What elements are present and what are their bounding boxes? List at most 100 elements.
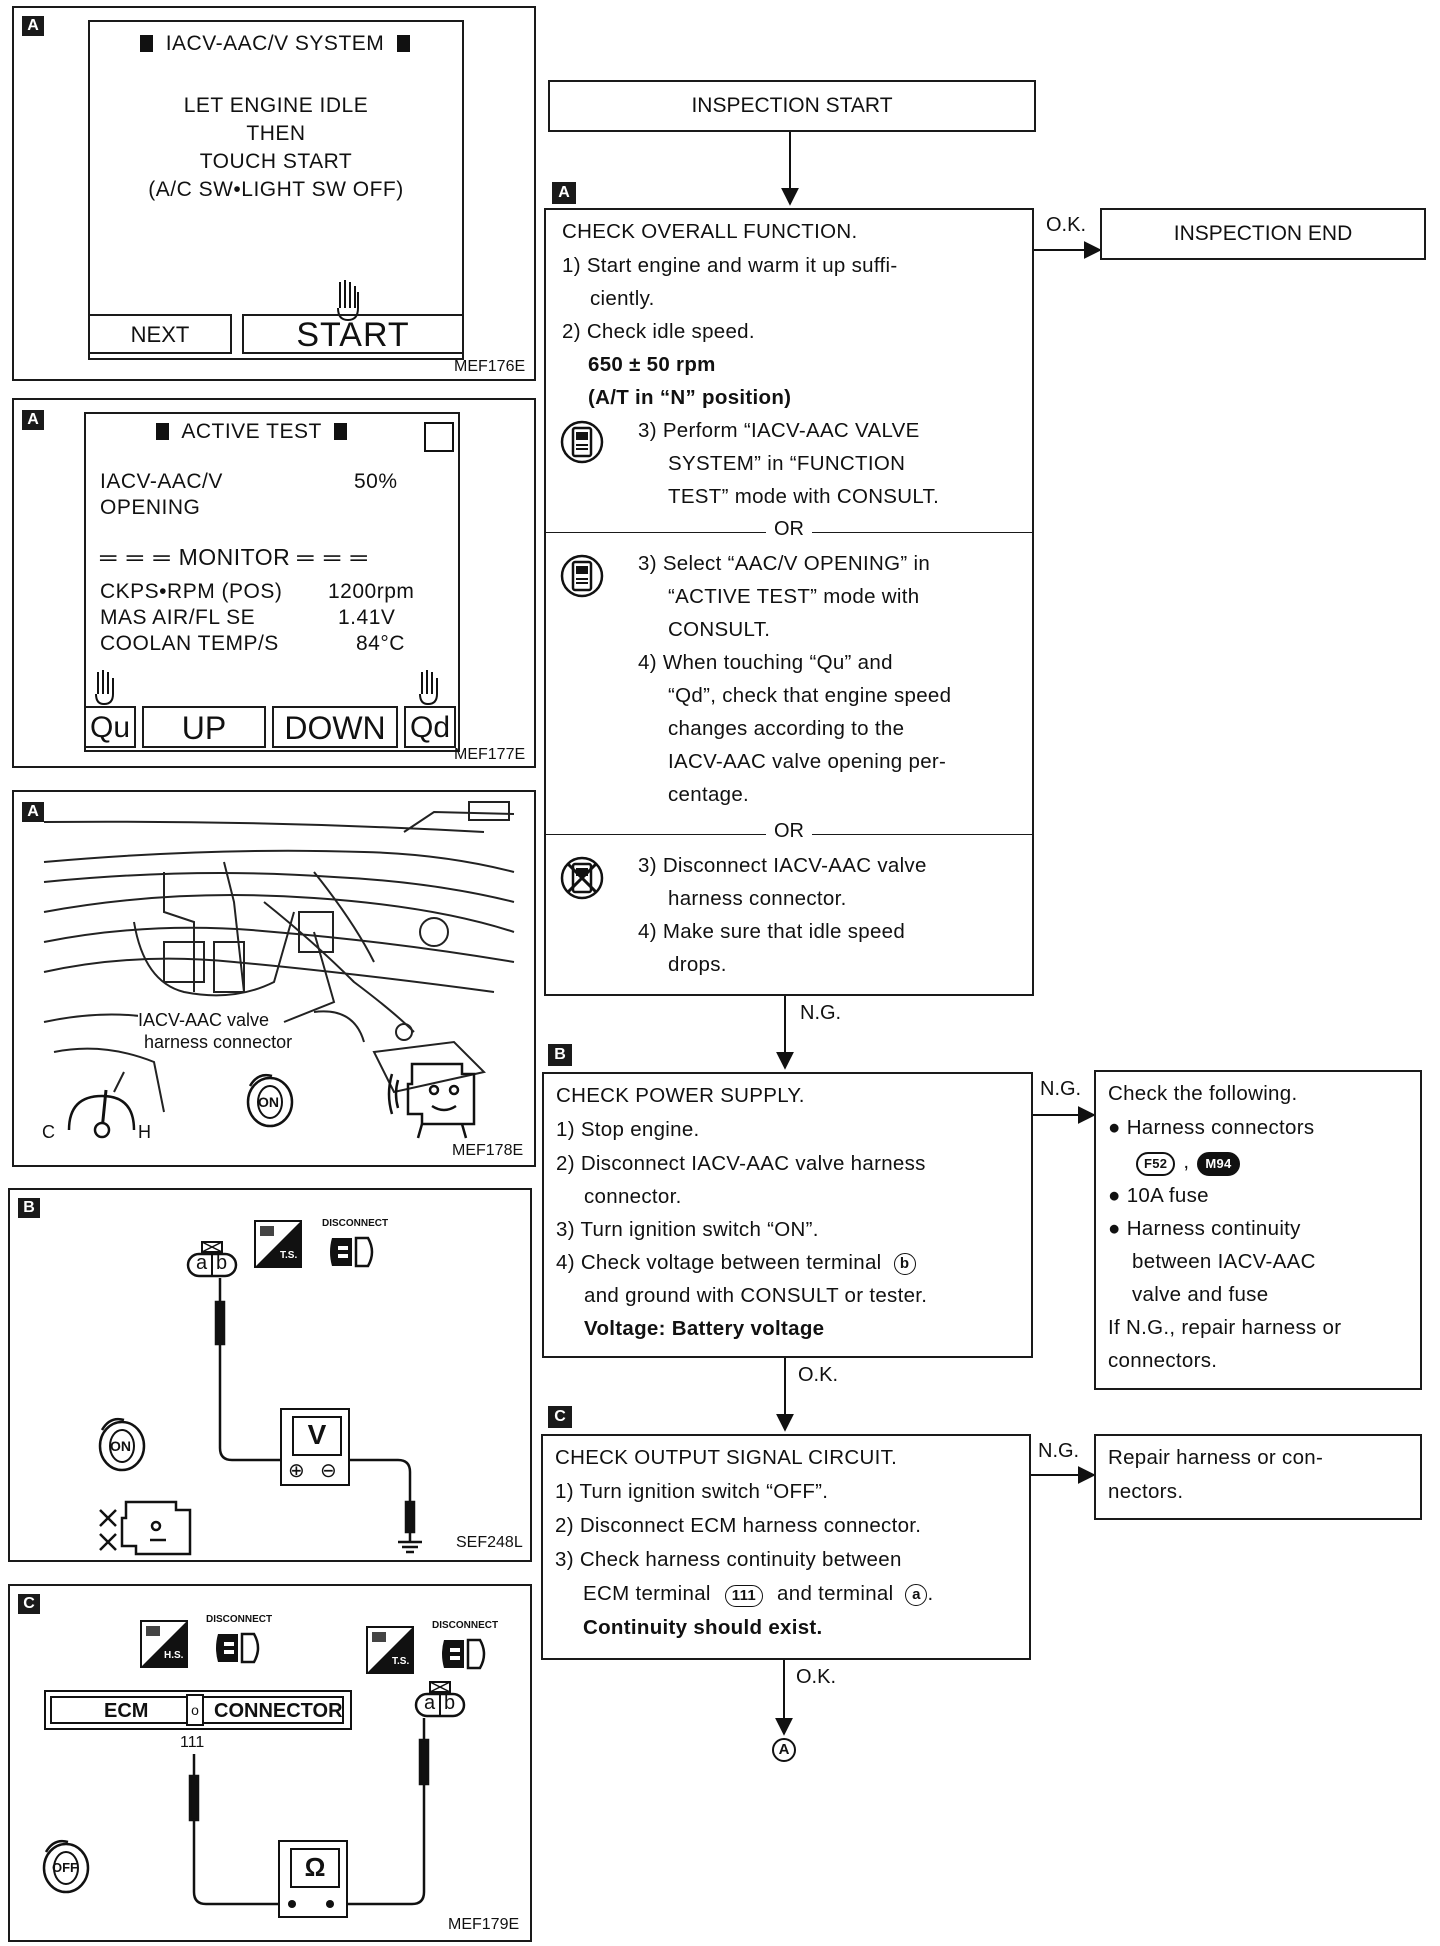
consult-active-test-panel: A ACTIVE TEST IACV-AAC/V OPENING 50% ═ ═… <box>12 398 536 768</box>
voltmeter-wiring <box>214 1278 422 1554</box>
instruction-line-2: THEN <box>246 122 306 145</box>
engine-compartment-panel: A IACV-AAC val <box>12 790 536 1167</box>
note-line: If N.G., repair harness or <box>1108 1316 1342 1339</box>
monitor-row-label: CKPS•RPM (POS) <box>100 580 283 603</box>
figure-code: MEF179E <box>448 1916 520 1933</box>
step-title: Check the following. <box>1108 1082 1298 1105</box>
ts-harness-side-icon: T.S. <box>254 1220 302 1268</box>
panel-tag: A <box>22 802 44 822</box>
step-line: and ground with CONSULT or tester. <box>584 1284 928 1307</box>
instruction-line-1: LET ENGINE IDLE <box>183 94 369 117</box>
step-line: 4) Make sure that idle speed <box>638 920 906 943</box>
consult-screen: ACTIVE TEST IACV-AAC/V OPENING 50% ═ ═ ═… <box>84 412 460 752</box>
ohmmeter-display: Ω <box>290 1848 340 1888</box>
down-button[interactable]: DOWN <box>272 706 398 748</box>
monitor-header: ═ ═ ═ MONITOR ═ ═ ═ <box>100 544 369 570</box>
ignition-key-off-icon: OFF <box>40 1836 92 1896</box>
consult-screen: IACV-AAC/V SYSTEM LET ENGINE IDLE THEN T… <box>88 20 464 360</box>
step-line: 3) Disconnect IACV-AAC valve <box>638 854 927 877</box>
terminal-a-symbol: a <box>905 1584 928 1606</box>
qu-button[interactable]: Qu <box>84 706 136 748</box>
up-button[interactable]: UP <box>142 706 266 748</box>
note-line: nectors. <box>1108 1480 1184 1503</box>
repair-harness-box: Repair harness or con- nectors. <box>1094 1434 1422 1520</box>
step-tag: C <box>548 1406 572 1428</box>
step-line: 1) Turn ignition switch “OFF”. <box>555 1480 829 1503</box>
step-line: IACV-AAC valve opening per- <box>668 750 947 773</box>
panel-tag: B <box>18 1198 40 1218</box>
monitor-row-label: MAS AIR/FL SE <box>100 606 256 629</box>
step-line: “ACTIVE TEST” mode with <box>668 585 920 608</box>
consult-function-test-panel: A IACV-AAC/V SYSTEM LET ENGINE IDLE THEN… <box>12 6 536 381</box>
monitor-row-label: COOLAN TEMP/S <box>100 632 279 655</box>
iacv-aac-connector-icon: a b <box>414 1681 466 1718</box>
ecm-pin-number: 111 <box>180 1734 205 1751</box>
step-line: 2) Disconnect ECM harness connector. <box>555 1514 922 1537</box>
ecm-connector: ECM o CONNECTOR <box>44 1690 352 1730</box>
voltmeter-icon: V ⊕ ⊖ <box>280 1408 350 1486</box>
bullet-item: ● Harness connectors <box>1108 1116 1315 1139</box>
terminal-b-symbol: b <box>893 1253 916 1275</box>
step-line: centage. <box>668 783 750 806</box>
disconnect-connector-icon <box>330 1236 374 1268</box>
test-item-value: 50% <box>354 470 398 493</box>
step-line: changes according to the <box>668 717 905 740</box>
instruction-line-3: TOUCH START <box>199 150 353 173</box>
spec-continuity: Continuity should exist. <box>583 1616 823 1639</box>
connector-code-m94: M94 <box>1197 1152 1240 1176</box>
connector-code-f52: F52 <box>1136 1152 1176 1176</box>
step-line: 4) Check voltage between terminal b <box>556 1251 916 1275</box>
touch-hand-icon <box>95 670 114 706</box>
output-signal-test-panel: C H.S. DISCONNECT T.S. DISCONNECT ECM o <box>8 1584 532 1942</box>
minus-terminal: ⊖ <box>320 1460 337 1482</box>
ohmmeter-icon: Ω <box>278 1840 348 1918</box>
screen-title: ACTIVE TEST <box>156 420 348 444</box>
step-line: 1) Stop engine. <box>556 1118 700 1141</box>
connector-label: CONNECTOR <box>214 1700 343 1722</box>
step-line: CONSULT. <box>668 618 771 641</box>
temperature-gauge-icon <box>67 1089 136 1139</box>
touch-hand-icon <box>419 670 438 706</box>
spec-voltage: Voltage: Battery voltage <box>584 1317 825 1340</box>
disconnect-connector-icon <box>442 1638 486 1670</box>
continue-to-a-symbol: A <box>772 1738 796 1762</box>
monitor-row-value: 84°C <box>356 632 405 655</box>
next-button[interactable]: NEXT <box>88 314 232 354</box>
ignition-key-icon: ON <box>96 1414 148 1474</box>
ecm-pin-slot: o <box>186 1694 204 1726</box>
step-line: 4) When touching “Qu” and <box>638 651 893 674</box>
check-output-signal-box: CHECK OUTPUT SIGNAL CIRCUIT. 1) Turn ign… <box>541 1434 1031 1660</box>
check-power-supply-box: CHECK POWER SUPPLY. 1) Stop engine. 2) D… <box>542 1072 1033 1358</box>
step-line: 3) Turn ignition switch “ON”. <box>556 1218 819 1241</box>
ok-label: O.K. <box>796 1666 837 1688</box>
ts-harness-side-icon: T.S. <box>366 1626 414 1674</box>
panel-tag: A <box>22 410 44 430</box>
screen-title: IACV-AAC/V SYSTEM <box>120 32 430 56</box>
figure-code: MEF178E <box>452 1142 524 1159</box>
step-title: CHECK OUTPUT SIGNAL CIRCUIT. <box>555 1446 898 1469</box>
note-line: Repair harness or con- <box>1108 1446 1324 1469</box>
monitor-row-value: 1.41V <box>338 606 396 629</box>
step-title: CHECK POWER SUPPLY. <box>556 1084 805 1107</box>
step-line: 2) Disconnect IACV-AAC valve harness <box>556 1152 926 1175</box>
or-label: OR <box>766 820 812 843</box>
callout-label-2: harness connector <box>144 1032 293 1053</box>
engine-running-icon <box>387 1062 476 1139</box>
step-line: 3) Check harness continuity between <box>555 1548 902 1571</box>
ohmmeter-wiring <box>188 1718 430 1906</box>
start-button[interactable]: START <box>242 314 464 354</box>
engine-stopped-icon <box>99 1500 192 1556</box>
consult-icon <box>560 420 604 464</box>
test-item-label-2: OPENING <box>100 496 201 519</box>
inspection-end-box: INSPECTION END <box>1100 208 1426 260</box>
step-line: ECM terminal 111 and terminal a. <box>583 1582 934 1607</box>
ng-label: N.G. <box>1038 1440 1080 1462</box>
qd-button[interactable]: Qd <box>404 706 456 748</box>
voltmeter-display: V <box>292 1416 342 1456</box>
step-line: connector. <box>584 1185 682 1208</box>
bullet-line: valve and fuse <box>1132 1283 1269 1306</box>
gauge-hot-label: H <box>138 1122 151 1142</box>
gauge-cold-label: C <box>42 1122 55 1142</box>
spec-position: (A/T in “N” position) <box>588 386 792 409</box>
plus-terminal: ⊕ <box>288 1460 305 1482</box>
